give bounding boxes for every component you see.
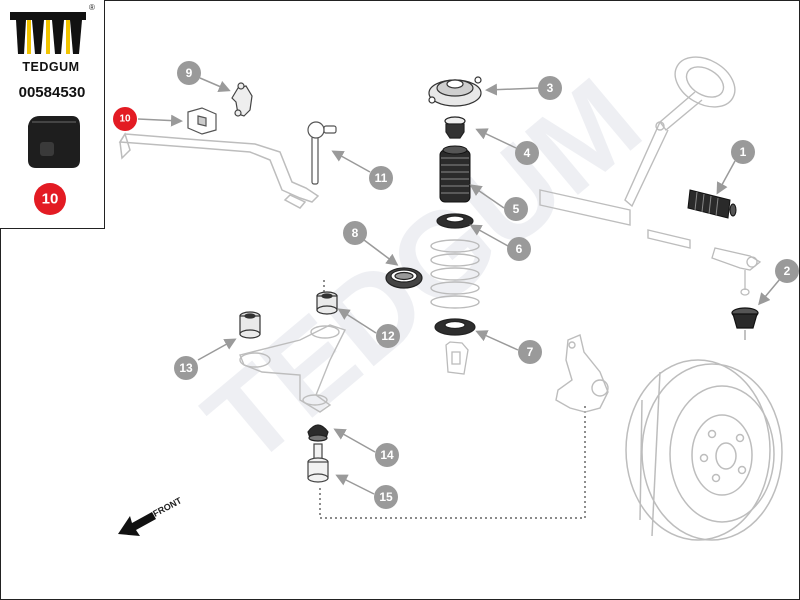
callout-8: 8 xyxy=(343,221,367,245)
callout-12: 12 xyxy=(376,324,400,348)
callout-13: 13 xyxy=(174,356,198,380)
callout-11: 11 xyxy=(369,166,393,190)
highlight-callout-badge xyxy=(34,183,66,215)
control-arm-bushing-b-part xyxy=(316,291,338,315)
svg-text:6: 6 xyxy=(516,242,523,256)
stabilizer-bushing-part xyxy=(187,107,217,135)
svg-text:9: 9 xyxy=(186,66,193,80)
svg-text:TEDGUM: TEDGUM xyxy=(181,53,665,490)
callouts: 1 2 3 4 5 6 7 8 9 10 11 12 13 14 15 xyxy=(113,61,799,509)
svg-text:14: 14 xyxy=(380,448,394,462)
strut-body xyxy=(445,341,469,375)
svg-text:7: 7 xyxy=(527,345,534,359)
coil-spring xyxy=(430,239,480,309)
callout-3: 3 xyxy=(538,76,562,100)
steering-rack-boot-part xyxy=(687,189,737,219)
strut-mount-part xyxy=(428,76,482,107)
svg-text:8: 8 xyxy=(352,226,359,240)
callout-10: 10 xyxy=(113,107,137,131)
svg-text:3: 3 xyxy=(547,81,554,95)
callout-4: 4 xyxy=(515,141,539,165)
highlight-callout-number: 10 xyxy=(42,191,59,208)
stabilizer-bar xyxy=(118,132,320,209)
ball-joint-boot-part xyxy=(731,307,759,340)
svg-text:10: 10 xyxy=(119,114,131,125)
tie-rod-end xyxy=(711,247,762,296)
control-arm-bushing-a-part xyxy=(239,311,261,339)
steering-column xyxy=(539,56,736,249)
dust-boot-part xyxy=(439,145,471,203)
tedgum-logo-icon: 10 xyxy=(10,12,86,215)
ball-joint-part xyxy=(307,443,329,483)
callout-15: 15 xyxy=(374,485,398,509)
lower-spring-seat-part xyxy=(434,318,476,336)
callout-9: 9 xyxy=(177,61,201,85)
callout-14: 14 xyxy=(375,443,399,467)
svg-text:13: 13 xyxy=(179,361,193,375)
part-number: 00584530 xyxy=(18,84,86,101)
part-info-panel: 10 ® TEDGUM 00584530 xyxy=(0,0,105,229)
callout-7: 7 xyxy=(518,340,542,364)
callout-5: 5 xyxy=(504,197,528,221)
callout-2: 2 xyxy=(775,259,799,283)
bearing-part xyxy=(385,267,423,289)
svg-text:12: 12 xyxy=(381,329,395,343)
control-arm xyxy=(239,324,346,413)
svg-text:4: 4 xyxy=(524,146,531,160)
svg-text:15: 15 xyxy=(379,490,393,504)
svg-text:2: 2 xyxy=(784,264,791,278)
svg-text:1: 1 xyxy=(740,145,747,159)
callout-6: 6 xyxy=(507,237,531,261)
brand-name: TEDGUM xyxy=(22,60,80,74)
bump-stop-part xyxy=(444,116,466,139)
svg-text:FRONT: FRONT xyxy=(151,495,184,519)
front-direction-indicator: FRONT xyxy=(118,495,184,536)
svg-text:11: 11 xyxy=(375,171,388,185)
callout-1: 1 xyxy=(731,140,755,164)
wheel-tyre xyxy=(625,359,783,541)
upper-spring-seat-part xyxy=(436,213,474,229)
bushing-photo xyxy=(28,116,80,168)
registered-mark: ® xyxy=(89,3,95,12)
ball-joint-cover-part xyxy=(307,424,329,442)
stabilizer-link-part xyxy=(307,121,337,185)
watermark: TEDGUM xyxy=(181,53,665,490)
leader-arrows xyxy=(137,77,781,495)
bushing-clamp-part xyxy=(231,82,253,117)
svg-text:5: 5 xyxy=(513,202,520,216)
steering-knuckle xyxy=(555,334,609,413)
connection-line xyxy=(319,280,586,519)
